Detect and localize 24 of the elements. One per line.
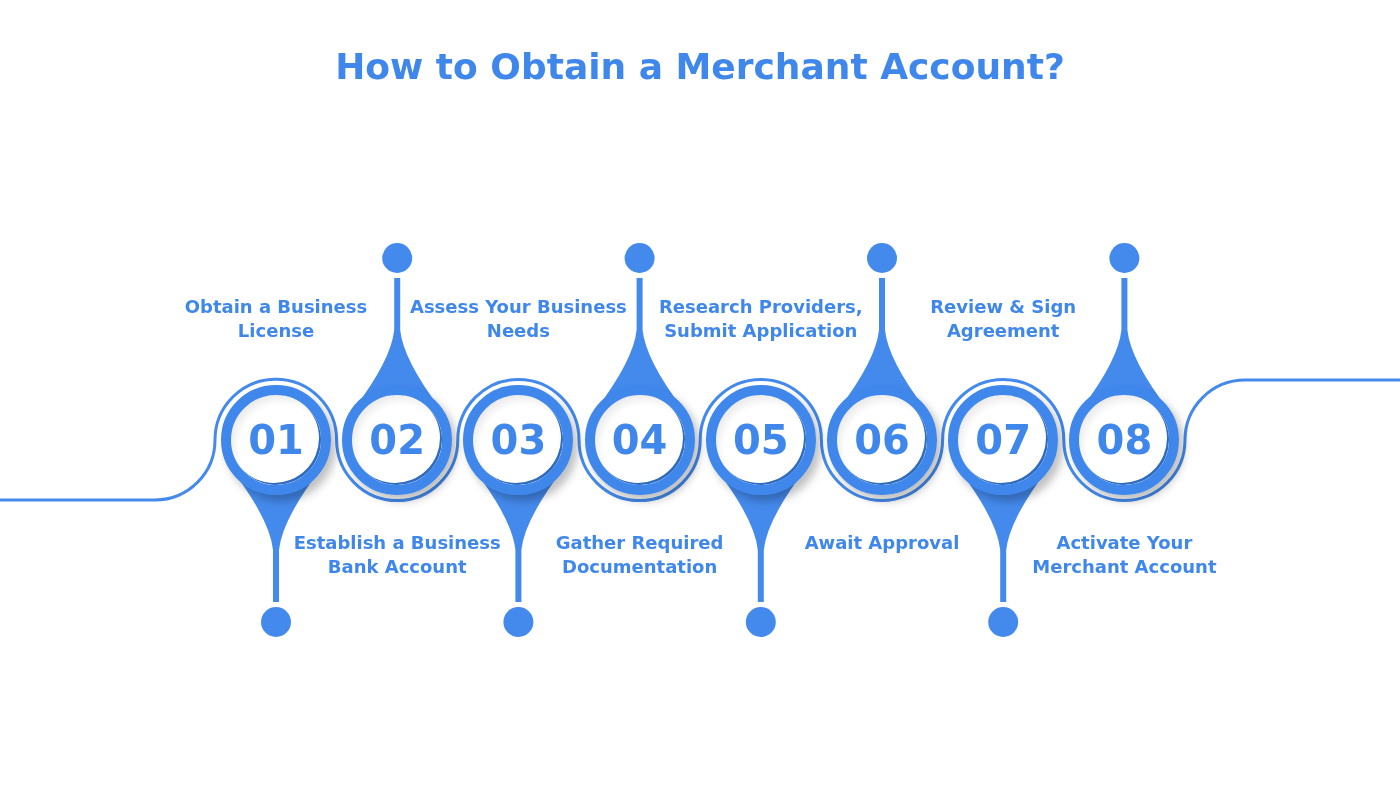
step-circle [463, 385, 574, 495]
step-number: 04 [611, 417, 668, 463]
step-number: 03 [490, 417, 547, 463]
step-label: Activate Your Merchant Account [1031, 531, 1218, 579]
step-circle [705, 385, 816, 495]
step-circle [342, 385, 453, 495]
title: How to Obtain a Merchant Account? [335, 46, 1065, 87]
step-label: Establish a Business Bank Account [292, 531, 502, 579]
step-label: Obtain a Business License [183, 295, 369, 343]
step-circle [948, 385, 1059, 495]
step-number: 02 [369, 417, 425, 463]
step-label: Research Providers, Submit Application [658, 295, 864, 343]
step-number: 08 [1096, 417, 1153, 463]
step-circle [221, 385, 331, 495]
step-circle [827, 385, 937, 495]
step-circle [1069, 385, 1180, 495]
step-number: 01 [248, 417, 304, 463]
step-label: Assess Your Business Needs [408, 295, 628, 343]
step-label: Review & Sign Agreement [929, 295, 1078, 343]
step-label: Gather Required Documentation [554, 531, 725, 579]
step-number: 06 [854, 417, 910, 463]
step-number: 07 [975, 417, 1031, 463]
step-label: Await Approval [803, 531, 961, 555]
step-number: 05 [732, 417, 789, 463]
